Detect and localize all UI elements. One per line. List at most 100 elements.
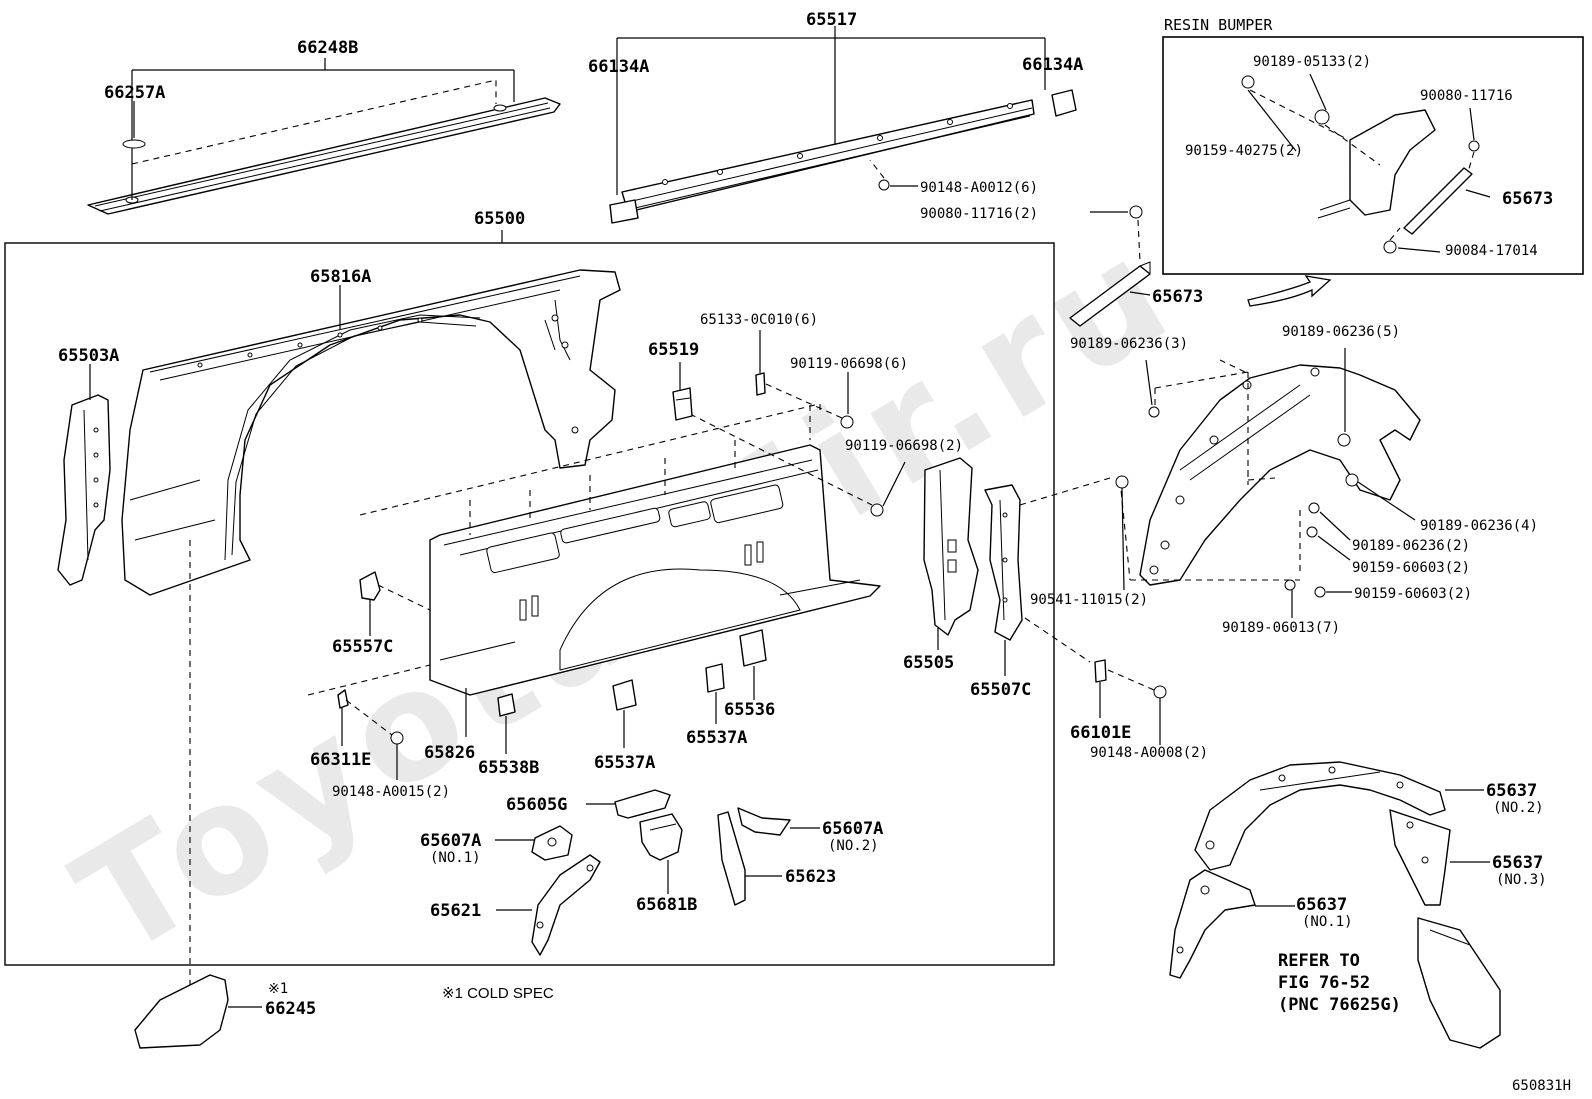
label-90080-11716-2: 90080-11716(2) (920, 206, 1038, 222)
label-65623: 65623 (785, 867, 836, 887)
label-65538B: 65538B (478, 758, 539, 778)
inset-title: RESIN BUMPER (1164, 16, 1273, 34)
label-65637-no2-sub: (NO.2) (1493, 800, 1544, 816)
label-65537A-a: 65537A (594, 753, 655, 773)
part-65816A-side-panel (121, 269, 621, 596)
label-65505: 65505 (903, 653, 954, 673)
part-90189-06236-2-clip (1308, 502, 1320, 514)
part-65503A-pillar (57, 394, 111, 586)
inset-label-90189-05133: 90189-05133(2) (1253, 54, 1371, 70)
part-66311E-clip (337, 689, 349, 709)
part-90119-06698-bolt-a (840, 415, 854, 429)
part-66101E-clip (1094, 659, 1107, 683)
part-66248B-rail (87, 97, 561, 215)
part-mud-guard (1417, 917, 1501, 1049)
label-66134A-left: 66134A (588, 57, 649, 77)
part-65517-rail (621, 99, 1035, 213)
part-wheel-house-assembly (1139, 364, 1421, 586)
label-65557C: 65557C (332, 637, 393, 657)
label-65637-no3: 65637 (1492, 853, 1543, 873)
part-65537A-bracket-b (705, 663, 725, 693)
label-65637-no1-sub: (NO.1) (1302, 914, 1353, 930)
part-66134A-cap-right (1051, 89, 1077, 117)
part-65607A-no2 (737, 807, 791, 836)
part-65637-no2 (1194, 761, 1446, 871)
label-65133-0C010: 65133-0C010(6) (700, 312, 818, 328)
part-65607A-no1 (531, 825, 573, 861)
label-65621: 65621 (430, 901, 481, 921)
label-90159-60603-b: 90159-60603(2) (1354, 586, 1472, 602)
part-65557C-bracket (359, 571, 381, 601)
inset-label-90080-11716: 90080-11716 (1420, 88, 1513, 104)
label-90148-A0012: 90148-A0012(6) (920, 180, 1038, 196)
part-65681B-bracket (639, 813, 683, 861)
label-65605G: 65605G (506, 795, 567, 815)
part-65673-bracket (1069, 205, 1151, 327)
part-65826-front-panel (429, 444, 881, 696)
label-65537A-b: 65537A (686, 728, 747, 748)
inset-arrow (1247, 275, 1332, 307)
label-66101E: 66101E (1070, 723, 1131, 743)
label-90119-06698-6: 90119-06698(6) (790, 356, 908, 372)
label-65607A-no1-sub: (NO.1) (430, 850, 481, 866)
part-65621-bracket (531, 854, 601, 956)
part-66245-cover (134, 974, 229, 1049)
label-65503A: 65503A (58, 346, 119, 366)
part-65537A-bracket-a (612, 679, 637, 711)
part-65507C-bracket (984, 484, 1023, 641)
part-90189-06013-clip (1284, 579, 1296, 591)
label-65607A-no2-sub: (NO.2) (828, 838, 879, 854)
part-65623-bracket (717, 811, 746, 906)
inset-resin-bumper (1162, 36, 1584, 275)
label-90189-06236-2: 90189-06236(2) (1352, 538, 1470, 554)
label-65681B: 65681B (636, 895, 697, 915)
figure-code: 650831H (1512, 1078, 1571, 1094)
part-90189-06236-4-clip (1345, 473, 1359, 487)
label-90189-06236-4: 90189-06236(4) (1420, 518, 1538, 534)
label-66257A: 66257A (104, 83, 165, 103)
cold-spec-note: ※1 COLD SPEC (442, 985, 554, 1002)
part-90541-11015-cushion (1115, 475, 1129, 489)
label-65536: 65536 (724, 700, 775, 720)
label-65816A: 65816A (310, 267, 371, 287)
label-66311E: 66311E (310, 750, 371, 770)
label-90148-A0008: 90148-A0008(2) (1090, 745, 1208, 761)
label-66134A-right: 66134A (1022, 55, 1083, 75)
part-90159-60603-b-screw (1314, 586, 1326, 598)
part-66134A-cap-left (609, 199, 639, 224)
part-65605G-bracket (614, 789, 671, 819)
label-65607A-no1: 65607A (420, 831, 481, 851)
label-65519: 65519 (648, 340, 699, 360)
label-refer-fig: FIG 76-52 (1278, 973, 1370, 993)
part-65505-pillar (923, 457, 979, 636)
inset-bumper-bracket (1241, 75, 1480, 254)
label-90119-06698-2: 90119-06698(2) (845, 438, 963, 454)
inset-label-65673: 65673 (1502, 189, 1553, 209)
label-90148-A0015: 90148-A0015(2) (332, 784, 450, 800)
part-90148-A0008-bolt (1153, 685, 1167, 699)
label-90189-06236-5: 90189-06236(5) (1282, 324, 1400, 340)
inset-label-90159-40275: 90159-40275(2) (1185, 143, 1303, 159)
part-65536-bracket (739, 629, 767, 667)
part-65519-bracket (672, 387, 693, 421)
part-90119-06698-bolt-b (870, 503, 884, 517)
part-90148-A0015-bolt (390, 731, 404, 745)
part-90189-06236-5-clip (1337, 433, 1351, 447)
label-66245: 66245 (265, 999, 316, 1019)
part-66257A-plug (122, 139, 146, 149)
part-65133-0C010-clip (755, 372, 766, 396)
label-65673: 65673 (1152, 287, 1203, 307)
part-65538B-bracket (497, 693, 516, 717)
label-65637-no3-sub: (NO.3) (1496, 872, 1547, 888)
part-65637-no1 (1169, 869, 1256, 979)
assembly-box-65500 (4, 242, 1055, 966)
label-90189-06236-3: 90189-06236(3) (1070, 336, 1188, 352)
label-65826: 65826 (424, 743, 475, 763)
part-90148-A0012-bolt (878, 179, 890, 191)
label-65637-no1: 65637 (1296, 895, 1347, 915)
label-90189-06013: 90189-06013(7) (1222, 620, 1340, 636)
label-66248B: 66248B (297, 38, 358, 58)
label-90159-60603-a: 90159-60603(2) (1352, 560, 1470, 576)
label-65517: 65517 (806, 10, 857, 30)
